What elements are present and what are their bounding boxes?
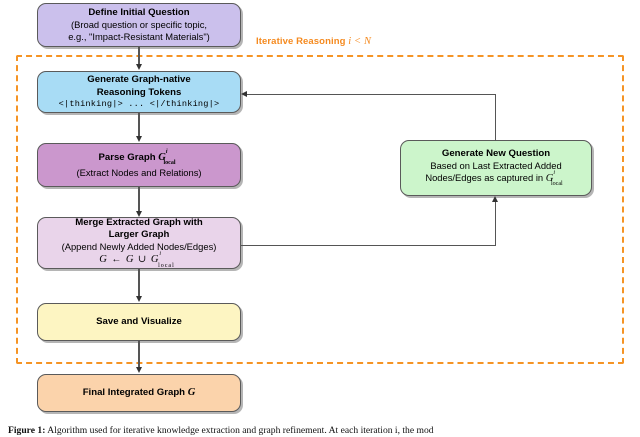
arrow-generate-to-parse — [138, 113, 140, 137]
merge-title-2: Larger Graph — [108, 229, 170, 241]
define-title: Define Initial Question — [88, 6, 190, 18]
parse-title: Parse Graph Gi local — [98, 148, 180, 167]
arrowhead-generate-to-parse — [135, 136, 142, 142]
arrow-save-to-final — [138, 341, 140, 368]
merge-eq-global-graph-2: G — [125, 254, 135, 266]
final-title: Final Integrated Graph G — [83, 386, 196, 399]
arrow-newq-to-generate-vertical — [495, 95, 497, 141]
merge-eq-assign-arrow: ← — [111, 254, 123, 266]
generate-title-1: Generate Graph-native — [87, 74, 191, 86]
figure-caption: Figure 1: Algorithm used for iterative k… — [8, 425, 632, 437]
merge-title-1: Merge Extracted Graph with — [75, 216, 203, 228]
arrowhead-parse-to-merge — [135, 211, 142, 217]
node-parse-graph[interactable]: Parse Graph Gi local (Extract Nodes and R… — [37, 143, 241, 187]
arrowhead-define-to-generate — [135, 64, 142, 70]
merge-eq-global-graph: G — [99, 254, 108, 266]
iterative-reasoning-label: Iterative Reasoning i < N — [256, 36, 371, 47]
node-final-integrated-graph[interactable]: Final Integrated Graph G — [37, 374, 241, 412]
caption-label: Figure 1: — [8, 425, 46, 436]
arrow-merge-to-newq-vertical — [495, 202, 497, 246]
iterative-reasoning-label-text: Iterative Reasoning — [256, 36, 346, 47]
iterative-reasoning-region — [16, 55, 624, 364]
merge-subtitle: (Append Newly Added Nodes/Edges) — [61, 241, 217, 253]
arrowhead-merge-to-save — [135, 296, 142, 302]
iterative-reasoning-condition: i < N — [348, 36, 372, 47]
parse-graph-glyph: G — [158, 152, 166, 164]
newq-subtitle-2-text: Nodes/Edges as captured in — [425, 172, 544, 184]
newq-graph-glyph: G — [545, 173, 554, 185]
save-title: Save and Visualize — [96, 315, 182, 327]
arrow-newq-to-generate-horizontal — [247, 94, 496, 96]
generate-thinking-tokens: <|thinking|> ... <|/thinking|> — [58, 98, 220, 109]
newq-subtitle-2: Nodes/Edges as captured in Gi local — [425, 169, 567, 188]
merge-eq-union-symbol: ∪ — [137, 254, 148, 266]
merge-eq-subscript: local — [158, 262, 175, 269]
arrowhead-newq-to-generate — [241, 91, 247, 98]
arrow-merge-to-save — [138, 269, 140, 297]
caption-body: Algorithm used for iterative knowledge e… — [47, 425, 434, 436]
arrow-merge-to-newq-horizontal — [241, 245, 496, 247]
arrowhead-merge-to-newq — [492, 196, 499, 202]
node-generate-reasoning-tokens[interactable]: Generate Graph-native Reasoning Tokens <… — [37, 71, 241, 113]
newq-graph-subscript: local — [551, 181, 563, 188]
merge-equation: G ← G ∪ Gi local — [99, 250, 179, 269]
node-merge-graph[interactable]: Merge Extracted Graph with Larger Graph … — [37, 217, 241, 269]
merge-eq-local-glyph: G — [150, 254, 160, 266]
final-title-text: Final Integrated Graph — [82, 387, 186, 399]
final-graph-symbol: G — [187, 387, 196, 399]
parse-graph-superscript: i — [165, 148, 168, 155]
parse-subtitle: (Extract Nodes and Relations) — [76, 166, 202, 178]
newq-title: Generate New Question — [441, 147, 551, 159]
newq-graph-symbol: Gi local — [545, 169, 567, 188]
parse-graph-subscript: local — [163, 160, 176, 167]
arrowhead-save-to-final — [135, 367, 142, 373]
newq-subtitle-1: Based on Last Extracted Added — [430, 160, 562, 172]
parse-title-text: Parse Graph — [98, 152, 156, 164]
arrow-define-to-generate — [138, 47, 140, 65]
merge-eq-superscript: i — [159, 250, 163, 257]
parse-graph-symbol: Gi local — [158, 148, 179, 167]
define-subtitle-1: (Broad question or specific topic, — [70, 19, 207, 31]
node-save-and-visualize[interactable]: Save and Visualize — [37, 303, 241, 341]
arrow-parse-to-merge — [138, 187, 140, 212]
generate-title-2: Reasoning Tokens — [96, 86, 182, 98]
node-generate-new-question[interactable]: Generate New Question Based on Last Extr… — [400, 140, 592, 196]
node-define-initial-question[interactable]: Define Initial Question (Broad question … — [37, 3, 241, 47]
merge-eq-local-graph: Gi local — [150, 250, 179, 269]
newq-graph-superscript: i — [553, 169, 555, 176]
define-subtitle-2: e.g., "Impact-Resistant Materials") — [68, 31, 210, 43]
